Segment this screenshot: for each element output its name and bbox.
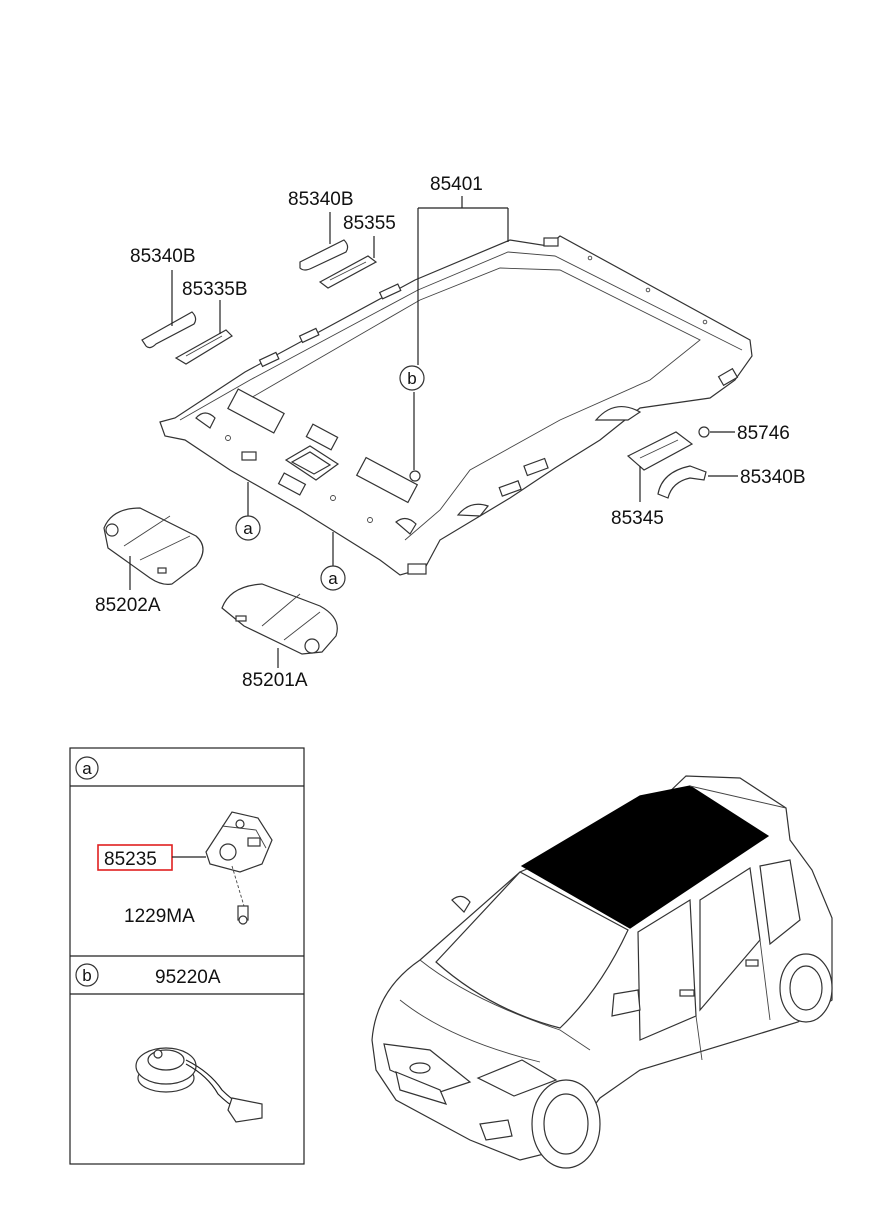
marker-a-1-circle: [235, 515, 261, 541]
assist-handle-left-rear[interactable]: [141, 311, 197, 349]
detail-table: [69, 747, 305, 1165]
screw-1229ma[interactable]: [237, 905, 249, 925]
part-85235-bracket[interactable]: [205, 811, 273, 873]
marker-a-2-circle: [320, 565, 346, 591]
callout-85235: 85235: [104, 849, 157, 870]
clip-85746[interactable]: [698, 426, 710, 438]
callout-85345: 85345: [611, 508, 664, 529]
assist-handle-left-front[interactable]: [299, 239, 349, 271]
assist-handle-bracket-right[interactable]: [626, 431, 694, 471]
part-95220a-speaker[interactable]: [135, 1047, 263, 1123]
callout-1229ma: 1229MA: [124, 906, 195, 927]
assist-handle-bracket-left[interactable]: [174, 329, 233, 365]
callout-85335b: 85335B: [182, 279, 248, 300]
marker-a-1-label: a: [243, 519, 253, 538]
callout-85401: 85401: [430, 174, 483, 195]
detail-b-marker-label: b: [82, 966, 91, 985]
detail-a-marker-circle: [75, 756, 99, 780]
sunvisor-left[interactable]: [221, 583, 338, 655]
detail-b-marker-circle: [75, 963, 99, 987]
callout-85202a: 85202A: [95, 595, 161, 616]
callout-85746: 85746: [737, 423, 790, 444]
sunvisor-right[interactable]: [103, 507, 204, 585]
assist-handle-bracket-mid[interactable]: [318, 255, 378, 289]
callout-95220a: 95220A: [155, 967, 221, 988]
callout-85355: 85355: [343, 213, 396, 234]
marker-b-label: b: [407, 369, 416, 388]
callout-85201a: 85201A: [242, 670, 308, 691]
headlining-panel[interactable]: [159, 235, 753, 576]
detail-a-marker-label: a: [82, 759, 92, 778]
marker-b-circle: [399, 365, 425, 391]
car-illustration: [371, 775, 833, 1169]
callout-85340b-right: 85340B: [740, 467, 806, 488]
assist-handle-right[interactable]: [657, 465, 707, 499]
callout-85340b-front: 85340B: [288, 189, 354, 210]
callout-85340b-left: 85340B: [130, 246, 196, 267]
marker-a-2-label: a: [328, 569, 338, 588]
